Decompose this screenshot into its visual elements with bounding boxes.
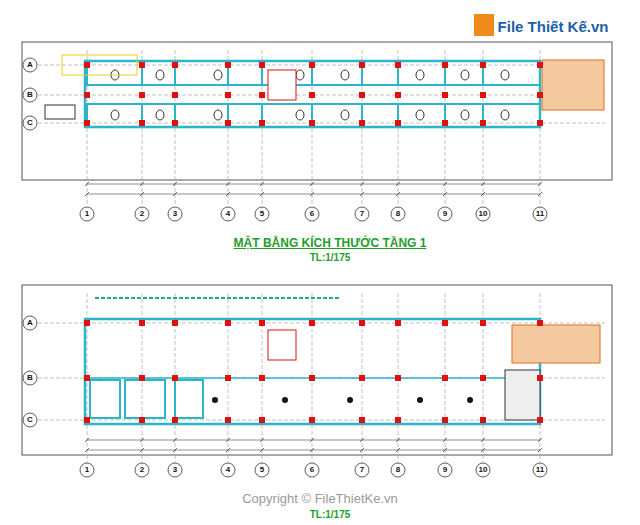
floor-plan — [22, 285, 612, 477]
logo-icon — [474, 14, 494, 36]
grid-axis-label: 10 — [479, 210, 488, 218]
grid-axis-label: 1 — [85, 210, 89, 218]
scale-label: TL:1/175 — [310, 253, 351, 263]
grid-axis-label: C — [27, 416, 33, 424]
grid-axis-label: B — [27, 374, 33, 382]
grid-axis-label: C — [27, 119, 33, 127]
grid-axis-label: 5 — [260, 466, 264, 474]
watermark: File Thiết Kế.vn — [498, 19, 609, 34]
grid-axis-label: 8 — [396, 210, 400, 218]
grid-axis-label: 4 — [226, 466, 230, 474]
grid-axis-label: 6 — [310, 210, 314, 218]
scale-label: TL:1/175 — [310, 510, 351, 520]
grid-axis-label: 4 — [226, 210, 230, 218]
grid-axis-label: 11 — [536, 466, 544, 474]
grid-axis-label: 1 — [85, 466, 89, 474]
grid-axis-label: A — [27, 61, 33, 69]
grid-axis-label: 9 — [443, 210, 447, 218]
grid-axis-label: 2 — [140, 466, 144, 474]
grid-axis-label: 5 — [260, 210, 264, 218]
plan-title: MẶT BẰNG KÍCH THƯỚC TẦNG 1 — [234, 237, 427, 249]
watermark: Copyright © FileThietKe.vn — [242, 492, 398, 505]
grid-axis-label: B — [27, 91, 33, 99]
grid-axis-label: 7 — [360, 466, 364, 474]
grid-axis-label: 3 — [173, 210, 177, 218]
grid-axis-label: 3 — [173, 466, 177, 474]
grid-axis-label: 7 — [360, 210, 364, 218]
grid-axis-label: 8 — [396, 466, 400, 474]
grid-axis-label: 2 — [140, 210, 144, 218]
grid-axis-label: 11 — [536, 210, 544, 218]
grid-axis-label: 10 — [479, 466, 488, 474]
floor-plan — [22, 42, 612, 221]
grid-axis-label: A — [27, 319, 33, 327]
grid-axis-label: 6 — [310, 466, 314, 474]
grid-axis-label: 9 — [443, 466, 447, 474]
